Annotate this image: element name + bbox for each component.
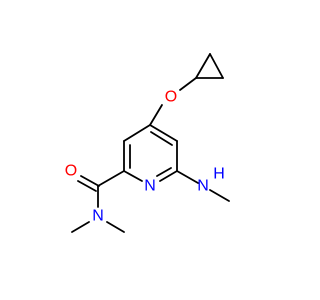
bond-carbonyl-double-2: [77, 180, 97, 192]
bond-amide-n-methyl-right: [106, 221, 125, 233]
bond-ring-c6-n1-inner: [156, 167, 172, 177]
amide-nitrogen-label: N: [92, 208, 104, 225]
bond-amine-n-methyl: [209, 189, 230, 202]
bond-oxygen-to-ring-c4: [149, 104, 163, 126]
amine-hydrogen-label: H: [213, 166, 225, 183]
bond-ring-c2-carbonyl-c: [97, 170, 125, 187]
bond-ring-c4-c3: [123, 124, 151, 142]
bond-ring-c4-c5-inner: [150, 131, 173, 146]
bond-layer: [71, 53, 230, 233]
amine-nitrogen-label: N: [197, 178, 209, 195]
bond-amide-n-methyl-left: [71, 221, 90, 233]
ether-oxygen-label: O: [165, 89, 177, 106]
bond-ring-c2-n1: [123, 170, 143, 182]
carbonyl-oxygen-label: O: [65, 163, 77, 180]
bond-cyclopropyl-2: [209, 53, 224, 79]
bond-carbonyl-double-1: [80, 175, 100, 187]
ring-nitrogen-label: N: [144, 178, 156, 195]
molecule-structure-diagram: O N O N N H: [65, 53, 230, 233]
bond-ring-c6-amine-n: [176, 170, 199, 184]
bond-ring-c6-n1: [159, 170, 178, 182]
bond-cyclopropyl-to-oxygen: [179, 77, 197, 91]
bond-ring-c4-c5: [149, 124, 178, 142]
bond-cyclopropyl-1: [195, 53, 211, 79]
atom-label-layer: O N O N N H: [65, 89, 225, 225]
